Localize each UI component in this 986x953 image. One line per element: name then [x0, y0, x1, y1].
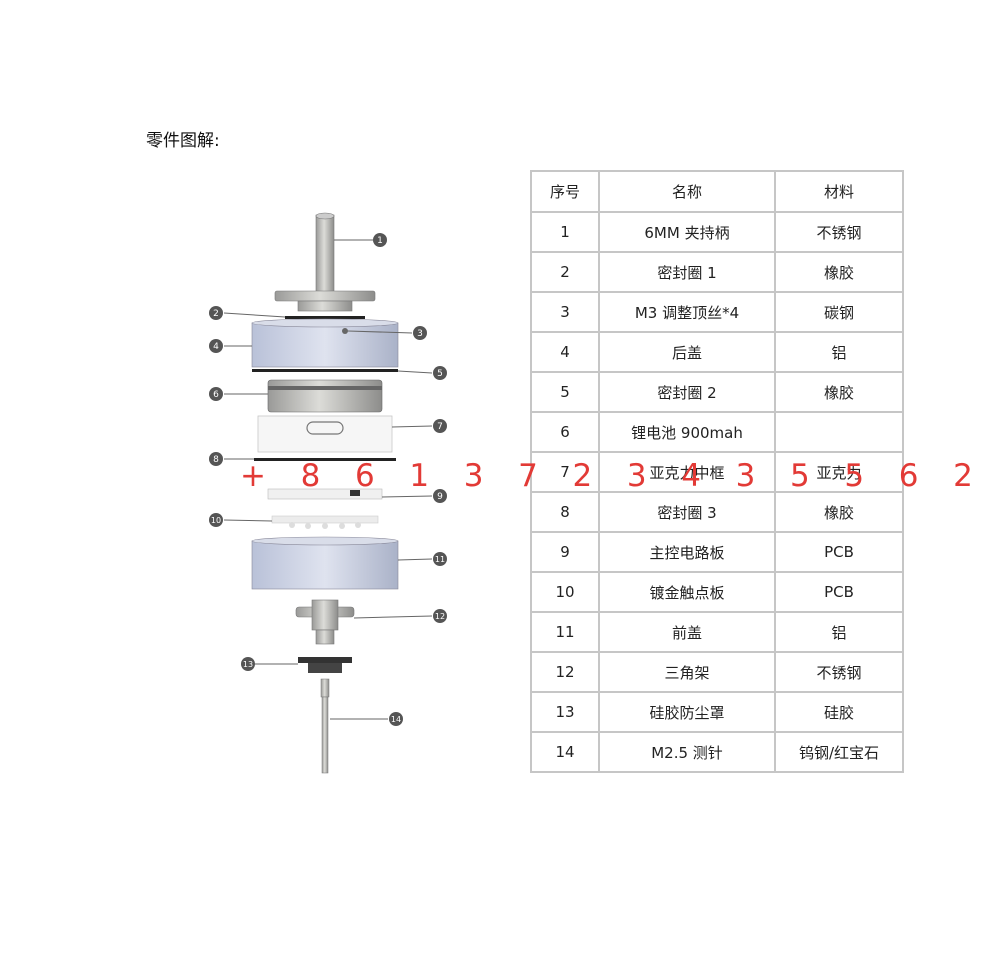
cell-material: 橡胶: [774, 371, 904, 413]
part-11-front-cover: [251, 536, 399, 590]
callout-11: 11: [435, 555, 445, 564]
callout-markers: [209, 233, 447, 726]
header-name: 名称: [598, 170, 776, 213]
callout-7: 7: [437, 422, 443, 432]
cell-material: PCB: [774, 531, 904, 573]
cell-name: 三角架: [598, 651, 776, 693]
cell-index: 14: [530, 731, 600, 773]
callout-8: 8: [213, 455, 219, 465]
cell-name: 前盖: [598, 611, 776, 653]
table-header-row: 序号 名称 材料: [530, 170, 904, 213]
cell-name: 硅胶防尘罩: [598, 691, 776, 733]
cell-material: 不锈钢: [774, 651, 904, 693]
callout-12: 12: [435, 612, 445, 621]
cell-index: 13: [530, 691, 600, 733]
callout-2: 2: [213, 309, 219, 319]
cell-material: 铝: [774, 331, 904, 373]
cell-name: 密封圈 2: [598, 371, 776, 413]
callout-13: 13: [243, 660, 253, 669]
cell-index: 6: [530, 411, 600, 453]
page-title: 零件图解:: [146, 131, 220, 151]
cell-index: 1: [530, 211, 600, 253]
cell-material: 亚克力: [774, 451, 904, 493]
cell-material: 橡胶: [774, 491, 904, 533]
cell-material: [774, 411, 904, 453]
exploded-parts-diagram: 1 2 3 4 5 6 7 8 9 10 11 12 13 14: [209, 212, 447, 774]
cell-name: M3 调整顶丝*4: [598, 291, 776, 333]
cell-name: 密封圈 1: [598, 251, 776, 293]
part-7-acrylic-frame: [257, 415, 393, 453]
phone-number-watermark: + 8 6 1 3 7 2 3 4 3 5 5 6 2: [240, 458, 986, 494]
cell-index: 2: [530, 251, 600, 293]
cell-index: 11: [530, 611, 600, 653]
cell-name: 主控电路板: [598, 531, 776, 573]
cell-index: 5: [530, 371, 600, 413]
header-index: 序号: [530, 170, 600, 213]
cell-name: 镀金触点板: [598, 571, 776, 613]
cell-name: 6MM 夹持柄: [598, 211, 776, 253]
cell-index: 7: [530, 451, 600, 493]
part-5-o-ring: [252, 369, 398, 372]
cell-name: 后盖: [598, 331, 776, 373]
cell-index: 4: [530, 331, 600, 373]
callout-6: 6: [213, 390, 219, 400]
part-10-contact-board: [271, 515, 379, 529]
cell-index: 3: [530, 291, 600, 333]
cell-name: 密封圈 3: [598, 491, 776, 533]
part-12-tripod: [295, 599, 355, 645]
callout-3: 3: [417, 329, 423, 339]
callout-4: 4: [213, 342, 219, 352]
cell-material: 铝: [774, 611, 904, 653]
cell-material: 硅胶: [774, 691, 904, 733]
cell-material: 钨钢/红宝石: [774, 731, 904, 773]
part-2-o-ring: [285, 316, 365, 319]
cell-material: PCB: [774, 571, 904, 613]
part-8-o-ring: [254, 458, 396, 461]
callout-9: 9: [437, 492, 443, 502]
part-4-back-cover: [251, 318, 399, 368]
callout-5: 5: [437, 369, 443, 379]
cell-index: 12: [530, 651, 600, 693]
part-1-shaft: [274, 212, 376, 312]
cell-name: 锂电池 900mah: [598, 411, 776, 453]
cell-index: 8: [530, 491, 600, 533]
callout-14: 14: [391, 715, 401, 724]
cell-name: M2.5 测针: [598, 731, 776, 773]
cell-material: 不锈钢: [774, 211, 904, 253]
cell-index: 10: [530, 571, 600, 613]
callout-1: 1: [377, 236, 383, 246]
callout-10: 10: [211, 516, 221, 525]
part-9-main-pcb: [267, 488, 383, 500]
cell-material: 橡胶: [774, 251, 904, 293]
part-13-dust-cover: [298, 657, 352, 673]
header-material: 材料: [774, 170, 904, 213]
part-14-stylus: [320, 678, 330, 774]
cell-index: 9: [530, 531, 600, 573]
cell-name: 亚克力中框: [598, 451, 776, 493]
part-6-battery: [267, 379, 383, 413]
cell-material: 碳钢: [774, 291, 904, 333]
